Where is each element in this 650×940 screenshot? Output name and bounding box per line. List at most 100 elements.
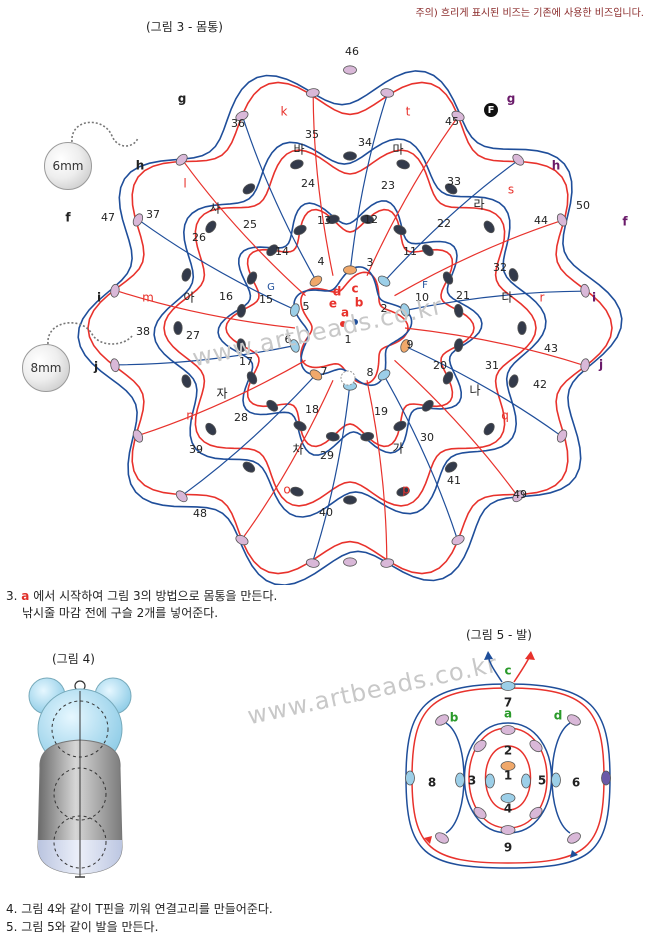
foot-bead-8 — [485, 773, 495, 789]
bead-outer — [290, 486, 304, 497]
region-number-41: 41 — [447, 474, 461, 487]
outer-label-red-s: s — [508, 183, 514, 197]
region-number-13: 13 — [317, 214, 331, 227]
bead-rim — [235, 534, 249, 546]
korean-label-1: 바 — [293, 143, 304, 157]
marker-f-label: F — [488, 105, 495, 116]
bead-outer — [242, 461, 256, 473]
figure4-title: (그림 4) — [52, 652, 95, 666]
start-label-c: c — [351, 282, 358, 296]
bead-middle — [246, 371, 258, 385]
region-number-35: 35 — [305, 128, 319, 141]
region-number-36: 36 — [231, 117, 245, 130]
foot-number-3: 3 — [468, 774, 476, 788]
bead-inner — [377, 369, 391, 381]
foot-bead-11 — [455, 772, 465, 788]
bead-middle — [246, 271, 258, 285]
korean-label-2: 마 — [392, 143, 403, 157]
line-spoke — [117, 344, 298, 366]
region-number-23: 23 — [381, 179, 395, 192]
region-number-45: 45 — [445, 115, 459, 128]
bead-inner — [289, 303, 300, 317]
line-spoke — [366, 380, 388, 561]
foot-number-1: 1 — [504, 769, 512, 783]
region-number-8: 8 — [367, 366, 374, 379]
bead-rim — [305, 558, 320, 568]
outer-label-j-9: j — [93, 360, 98, 374]
korean-label-5: 아 — [183, 291, 194, 305]
foot-label-b: b — [450, 711, 459, 725]
instruction-5-num: 5. — [6, 920, 18, 934]
bead-rim — [380, 88, 395, 98]
line-spoke — [312, 382, 351, 561]
instruction-4-num: 4. — [6, 902, 18, 916]
foot-bead-17 — [500, 825, 516, 835]
region-number-21: 21 — [456, 289, 470, 302]
foot-number-4: 4 — [504, 802, 512, 816]
line-spoke — [394, 220, 560, 297]
bead-outer — [343, 151, 357, 161]
outer-label-j-10: j — [598, 358, 603, 372]
region-number-10: 10 — [415, 291, 429, 304]
arrow-6mm — [71, 121, 139, 147]
bead-rim — [580, 358, 590, 373]
outer-label-i-8: i — [592, 291, 596, 305]
bead-outer — [181, 374, 192, 388]
outer-label-red-l: l — [183, 177, 186, 191]
foot-label-c: c — [504, 664, 511, 678]
line-spoke — [381, 372, 458, 538]
line-blue-rim — [77, 70, 623, 585]
bead-outer — [181, 268, 192, 282]
foot-label-a: a — [504, 707, 512, 721]
region-number-49: 49 — [513, 488, 527, 501]
line-red-inner — [300, 271, 409, 385]
outer-label-g-1: g — [178, 92, 187, 106]
outer-label-red-k: k — [281, 105, 288, 119]
outer-label-red-p: p — [402, 483, 410, 497]
bead-outer — [205, 220, 217, 234]
outer-label-red-n: n — [186, 409, 194, 423]
foot-number-6: 6 — [572, 776, 580, 790]
line-spoke — [312, 95, 334, 276]
region-number-38: 38 — [136, 325, 150, 338]
instruction-5: 5. 그림 5와 같이 발을 만든다. — [6, 919, 158, 936]
foot-arrowhead-red — [525, 651, 535, 660]
bead-outer — [483, 220, 495, 234]
region-number-17: 17 — [239, 355, 253, 368]
line-spoke — [140, 359, 306, 436]
line-spoke — [402, 290, 583, 312]
bead-middle — [266, 399, 279, 412]
foot-arrowhead-red-bottom — [424, 836, 432, 844]
arrow-8mm — [47, 322, 133, 345]
bead-middle — [453, 338, 464, 353]
bead-outer — [517, 321, 527, 335]
bead-middle — [442, 371, 454, 385]
marker-f-circle — [484, 103, 498, 117]
bead-middle — [453, 303, 464, 318]
region-number-18: 18 — [305, 403, 319, 416]
region-number-46: 46 — [345, 45, 359, 58]
start-label-a: a — [341, 306, 349, 320]
bead-middle — [360, 431, 375, 442]
bead-inner — [400, 303, 411, 317]
bead-middle — [393, 224, 407, 236]
region-number-20: 20 — [433, 359, 447, 372]
bead-rim — [556, 213, 568, 227]
outer-label-red-m: m — [142, 291, 154, 305]
bead-size-6mm: 6mm — [44, 142, 92, 190]
korean-label-10: 가 — [392, 442, 403, 456]
bead-rim — [132, 429, 144, 443]
foot-bead-6 — [529, 739, 543, 753]
foot-bead-12 — [551, 772, 561, 788]
region-number-32: 32 — [493, 261, 507, 274]
bead-middle — [236, 303, 247, 318]
line-blue-inner — [293, 266, 413, 387]
bead-rim — [512, 153, 525, 166]
foot-bead-7 — [500, 761, 516, 771]
bead-inner — [377, 275, 391, 287]
line-spoke — [183, 372, 319, 495]
foot-bead-15 — [473, 806, 487, 820]
region-number-39: 39 — [189, 443, 203, 456]
region-number-40: 40 — [319, 506, 333, 519]
